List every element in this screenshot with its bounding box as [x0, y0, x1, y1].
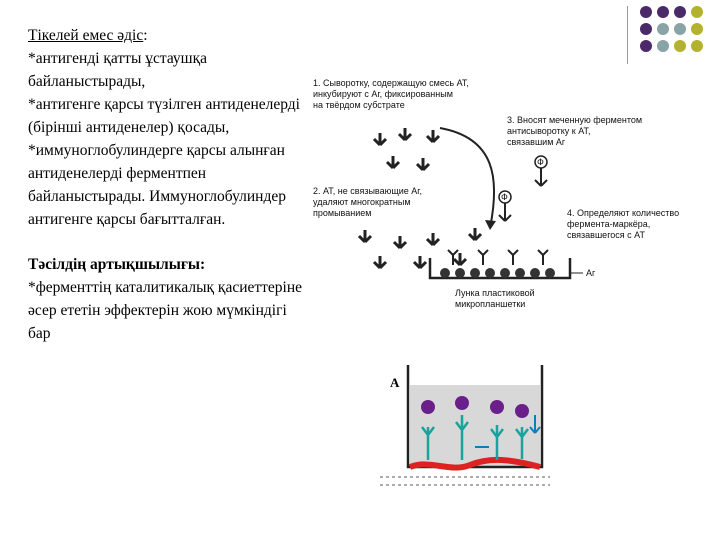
step-4-line-1: 4. Определяют количество [567, 208, 679, 218]
well-walls [406, 365, 544, 469]
well-liquid [410, 385, 540, 467]
decor-dot [691, 40, 703, 52]
step-3-line-3: связавшим Аг [507, 137, 566, 147]
heading-indirect-method: Тікелей емес әдіс [28, 27, 144, 44]
step-3-line-2: антисыворотку к АТ, [507, 126, 591, 136]
decor-dot [674, 6, 686, 18]
antigen-label: Аг [586, 268, 596, 278]
decor-dot [674, 23, 686, 35]
step-2-line-2: удаляют многократным [313, 197, 411, 207]
decor-dot [657, 23, 669, 35]
step-1-line-1: 1. Сыворотку, содержащую смесь АТ, [313, 78, 469, 88]
decor-dot [674, 40, 686, 52]
decor-dot [657, 6, 669, 18]
antibody-stems [421, 415, 529, 460]
microplate-well [428, 249, 572, 280]
text-line-1: *антигенді қатты ұстаушқа байланыстырады… [28, 50, 208, 90]
text-line-3: *иммуноглобулиндерге қарсы алынған антид… [28, 142, 286, 228]
elisa-diagram: 1. Сыворотку, содержащую смесь АТ, инкуб… [313, 78, 679, 309]
process-arrow [439, 127, 496, 229]
decor-divider-line [627, 6, 628, 64]
step-4-line-2: фермента-маркёра, [567, 219, 650, 229]
panel-label: А [390, 375, 400, 390]
well-panel-a: А [380, 365, 550, 486]
heading-advantage: Тәсілдің артықшылығы: [28, 256, 206, 273]
step-4-line-3: связавшегося с АТ [567, 230, 645, 240]
well-label-line-1: Лунка пластиковой [455, 288, 535, 298]
step-2-line-1: 2. АТ, не связывающие Аг, [313, 186, 422, 196]
paragraph-method: Тікелей емес әдіс: [28, 24, 313, 47]
step-3-line-1: 3. Вносят меченную ферментом [507, 115, 642, 125]
well-bottom-antigen [408, 456, 541, 471]
enzyme-labelled-antibodies: Ф Ф [498, 155, 548, 222]
secondary-antibodies [475, 415, 541, 448]
step-2-line-3: промыванием [313, 208, 371, 218]
free-antibodies [357, 128, 483, 270]
well-label-line-2: микропланшетки [455, 299, 525, 309]
slide-body-text: Тікелей емес әдіс: *антигенді қатты ұста… [28, 24, 313, 345]
step-1-line-3: на твёрдом субстрате [313, 100, 405, 110]
enzyme-markers [421, 396, 529, 418]
decor-dot [691, 6, 703, 18]
decor-dot [640, 40, 652, 52]
arrow-head [485, 220, 496, 230]
step-1-line-2: инкубируют с Аг, фиксированным [313, 89, 453, 99]
enzyme-mark: Ф [537, 157, 544, 167]
decor-dot [640, 6, 652, 18]
decor-dot [691, 23, 703, 35]
enzyme-mark: Ф [501, 192, 508, 202]
substrate-hatching [380, 476, 550, 486]
text-line-2: *антигенге қарсы түзілген антиденелерді … [28, 96, 300, 136]
decor-dot [657, 40, 669, 52]
text-line-4: *ферменттің каталитикалық қасиеттеріне ә… [28, 279, 303, 342]
heading-colon: : [143, 27, 148, 44]
decor-dot [640, 23, 652, 35]
